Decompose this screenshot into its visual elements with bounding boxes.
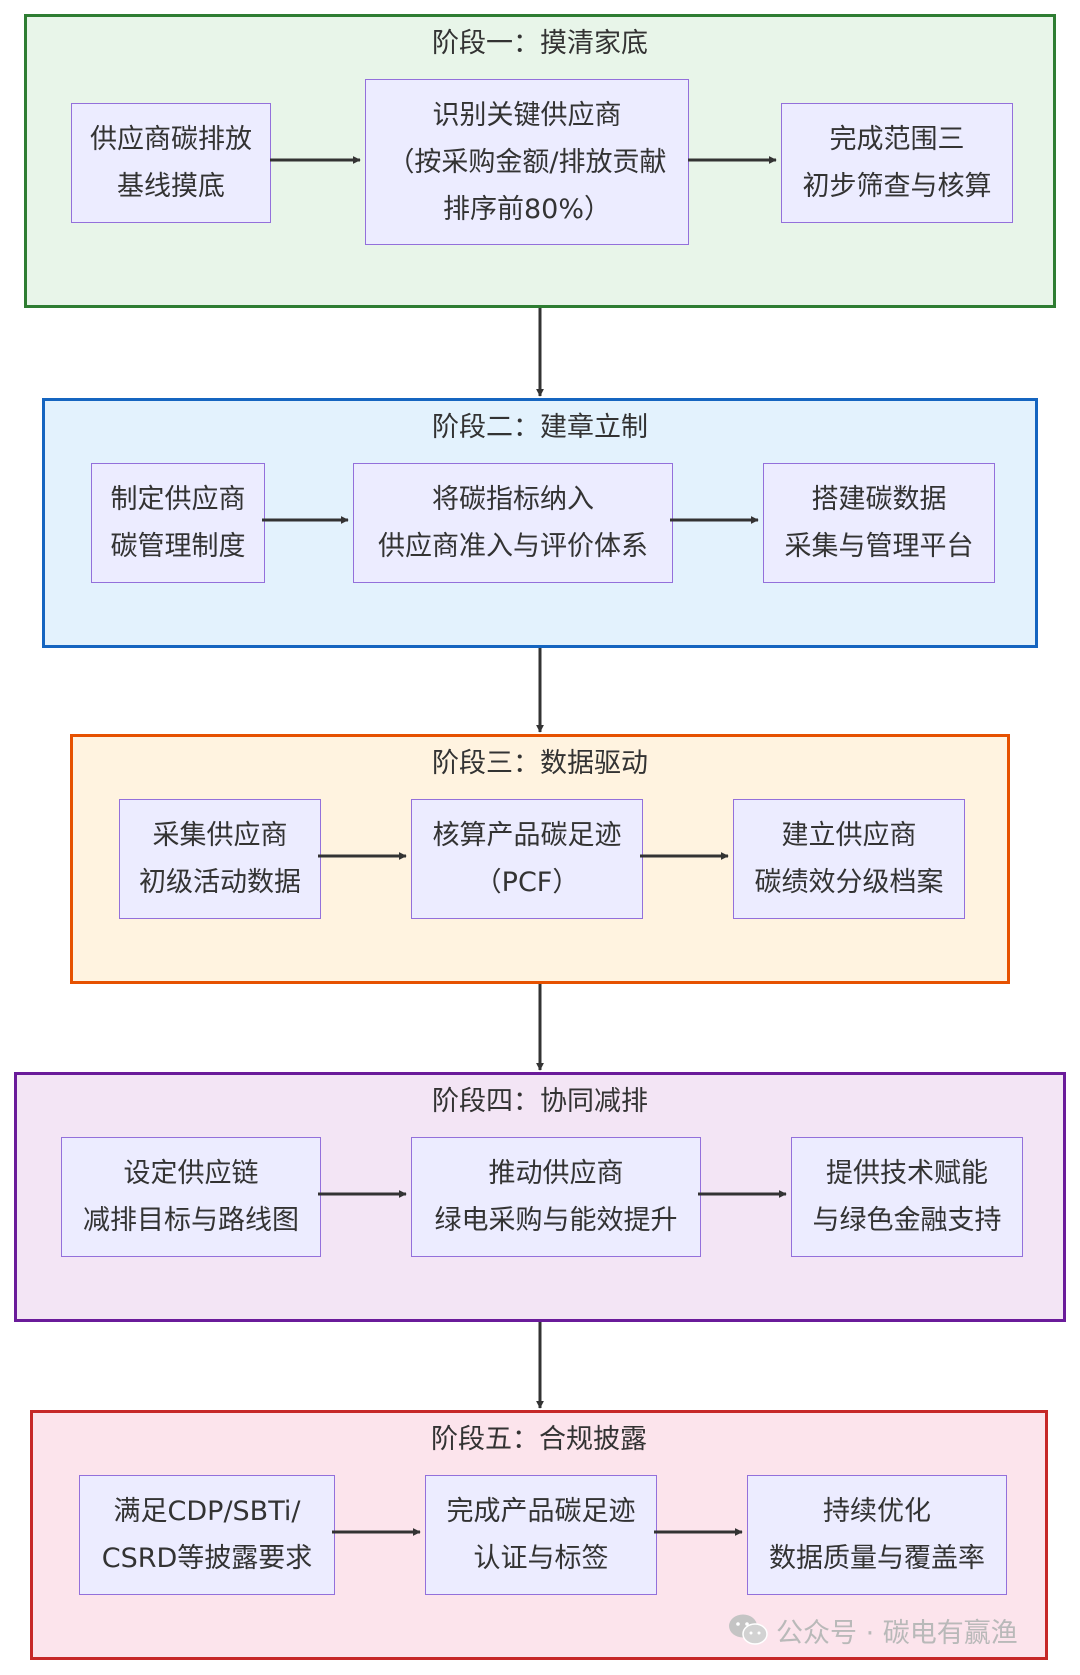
stage-2-node-3[interactable]: 搭建碳数据 采集与管理平台 [763, 463, 995, 583]
node-text-line: 供应商准入与评价体系 [378, 531, 648, 562]
stage-5-group: 阶段五：合规披露 满足CDP/SBTi/ CSRD等披露要求 完成产品碳足迹 认… [30, 1410, 1048, 1660]
stage-4-node-3[interactable]: 提供技术赋能 与绿色金融支持 [791, 1137, 1023, 1257]
stage-3-node-3[interactable]: 建立供应商 碳绩效分级档案 [733, 799, 965, 919]
node-text-line: 减排目标与路线图 [83, 1205, 299, 1236]
watermark-text: 公众号 · 碳电有赢渔 [776, 1617, 1018, 1649]
node-text-line: （PCF） [474, 867, 580, 898]
stage-5-node-3[interactable]: 持续优化 数据质量与覆盖率 [747, 1475, 1007, 1595]
stage-2-group: 阶段二：建章立制 制定供应商 碳管理制度 将碳指标纳入 供应商准入与评价体系 搭… [42, 398, 1038, 648]
node-text-line: 碳管理制度 [110, 531, 246, 562]
stage-1-node-1[interactable]: 供应商碳排放 基线摸底 [71, 103, 271, 223]
stage-4-node-1[interactable]: 设定供应链 减排目标与路线图 [61, 1137, 321, 1257]
node-text-line: 推动供应商 [488, 1158, 624, 1189]
stage-4-group: 阶段四：协同减排 设定供应链 减排目标与路线图 推动供应商 绿电采购与能效提升 … [14, 1072, 1066, 1322]
wechat-icon [729, 1614, 768, 1645]
node-text-line: 完成产品碳足迹 [446, 1496, 636, 1527]
node-text-line: 与绿色金融支持 [812, 1205, 1002, 1236]
stage-5-title: 阶段五：合规披露 [431, 1424, 647, 1455]
stage-2-node-2[interactable]: 将碳指标纳入 供应商准入与评价体系 [353, 463, 673, 583]
node-text-line: （按采购金额/排放贡献 [387, 146, 667, 178]
node-text-line: 识别关键供应商 [432, 99, 622, 131]
stage-2-title: 阶段二：建章立制 [432, 412, 648, 443]
stage-1-node-3[interactable]: 完成范围三 初步筛查与核算 [781, 103, 1013, 223]
node-text-line: CSRD等披露要求 [101, 1543, 313, 1574]
node-text-line: 认证与标签 [473, 1543, 609, 1574]
stage-3-group: 阶段三：数据驱动 采集供应商 初级活动数据 核算产品碳足迹 （PCF） 建立供应… [70, 734, 1010, 984]
node-text-line: 搭建碳数据 [811, 484, 947, 515]
node-text-line: 提供技术赋能 [826, 1158, 988, 1189]
stage-3-node-1[interactable]: 采集供应商 初级活动数据 [119, 799, 321, 919]
node-text-line: 设定供应链 [123, 1158, 259, 1189]
stage-1-group: 阶段一：摸清家底 供应商碳排放 基线摸底 识别关键供应商 （按采购金额/排放贡献… [24, 14, 1056, 308]
node-text-line: 供应商碳排放 [90, 124, 252, 155]
node-text-line: 初步筛查与核算 [802, 171, 992, 202]
node-text-line: 初级活动数据 [139, 867, 301, 898]
stage-3-node-2[interactable]: 核算产品碳足迹 （PCF） [411, 799, 643, 919]
stage-5-node-2[interactable]: 完成产品碳足迹 认证与标签 [425, 1475, 657, 1595]
node-text-line: 将碳指标纳入 [432, 484, 594, 515]
node-text-line: 建立供应商 [781, 820, 917, 851]
node-text-line: 满足CDP/SBTi/ [113, 1496, 301, 1527]
node-text-line: 采集供应商 [152, 820, 288, 851]
stage-1-title: 阶段一：摸清家底 [432, 28, 648, 59]
stage-5-node-1[interactable]: 满足CDP/SBTi/ CSRD等披露要求 [79, 1475, 335, 1595]
node-text-line: 数据质量与覆盖率 [769, 1543, 985, 1574]
stage-4-title: 阶段四：协同减排 [432, 1086, 648, 1117]
stage-4-node-2[interactable]: 推动供应商 绿电采购与能效提升 [411, 1137, 701, 1257]
watermark: 公众号 · 碳电有赢渔 [728, 1610, 1018, 1650]
node-text-line: 完成范围三 [829, 124, 965, 155]
node-text-line: 持续优化 [823, 1496, 931, 1527]
node-text-line: 采集与管理平台 [784, 531, 974, 562]
node-text-line: 碳绩效分级档案 [754, 867, 944, 898]
node-text-line: 基线摸底 [117, 171, 225, 202]
node-text-line: 排序前80%） [442, 193, 611, 225]
node-text-line: 制定供应商 [110, 484, 246, 515]
node-text-line: 核算产品碳足迹 [432, 820, 622, 851]
stage-1-node-2[interactable]: 识别关键供应商 （按采购金额/排放贡献 排序前80%） [365, 79, 689, 245]
stage-2-node-1[interactable]: 制定供应商 碳管理制度 [91, 463, 265, 583]
node-text-line: 绿电采购与能效提升 [434, 1205, 678, 1236]
stage-3-title: 阶段三：数据驱动 [432, 748, 648, 779]
